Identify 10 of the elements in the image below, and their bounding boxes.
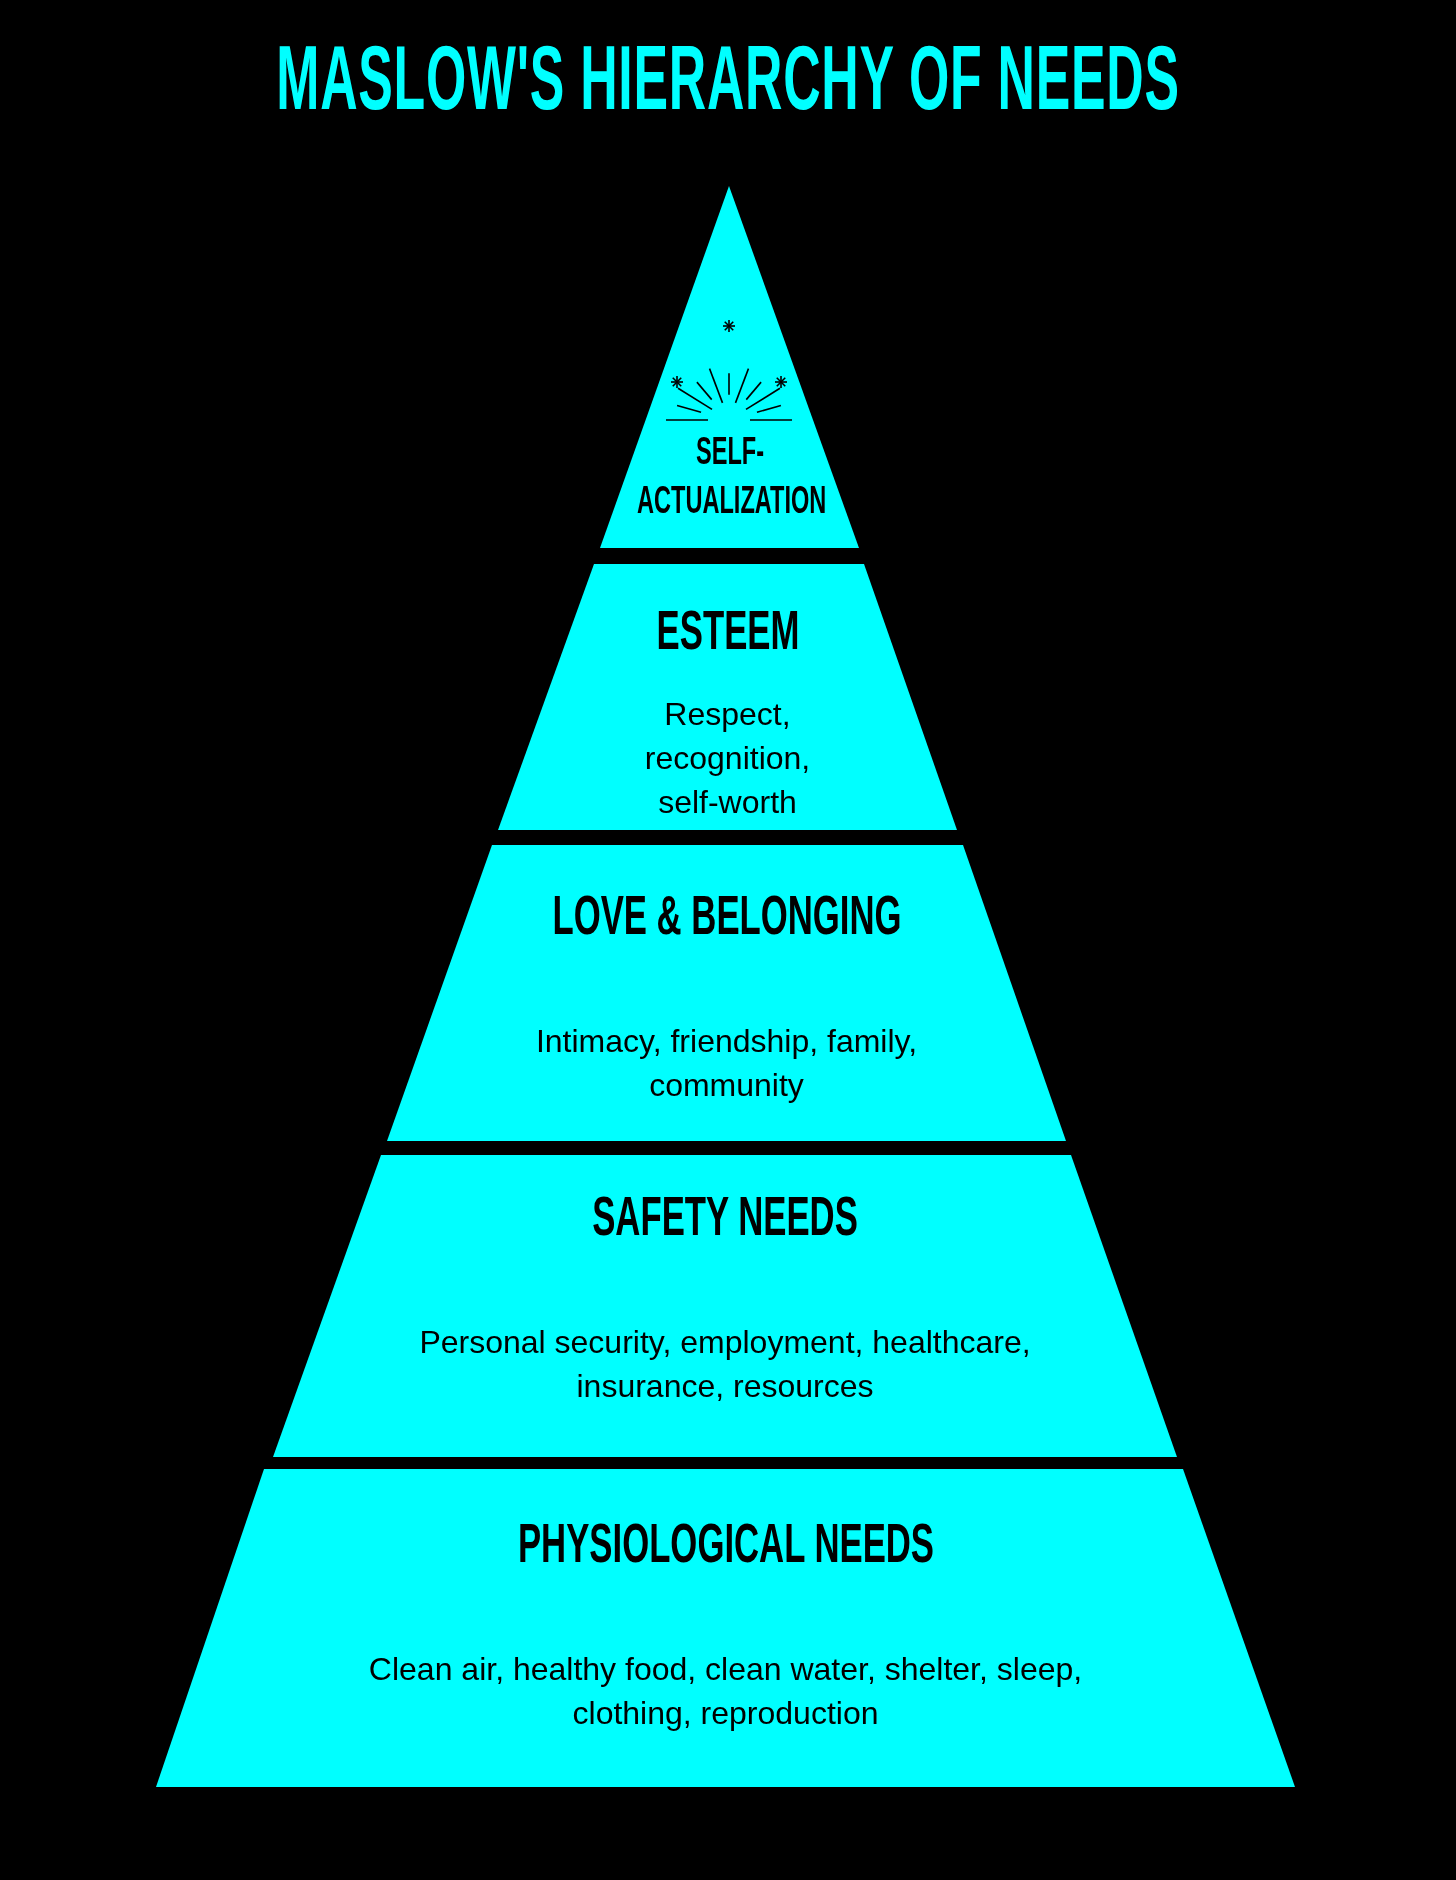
tier-description: Clean air, healthy food, clean water, shelter, sleep, clothing, reproduction xyxy=(367,1650,1084,1734)
tier-heading: ESTEEM xyxy=(656,602,799,658)
tier-heading: PHYSIOLOGICAL NEEDS xyxy=(517,1515,934,1571)
tier-heading: SELF-ACTUALIZATION xyxy=(636,428,823,523)
tier-heading: LOVE & BELONGING xyxy=(551,887,902,943)
tier-description: Intimacy, friendship, family, community xyxy=(534,1022,919,1106)
title: MASLOW'S HIERARCHY OF NEEDS xyxy=(276,27,1180,130)
tier-description: Personal security, employment, healthcare, insurance, resources xyxy=(418,1323,1032,1407)
tier-description: Respect, recognition, self-worth xyxy=(643,695,812,823)
tier-heading: SAFETY NEEDS xyxy=(592,1188,858,1244)
